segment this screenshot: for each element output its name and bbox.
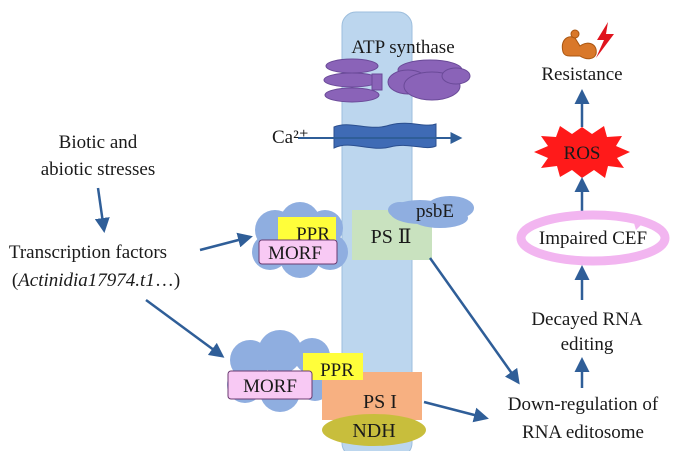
stress-label-line1: Biotic and: [59, 132, 138, 153]
decayed-rna-label: Decayed RNA: [531, 309, 643, 330]
morf-bottom-block: [227, 370, 313, 400]
tf-label-line2: (Actinidia17974.t1…): [12, 270, 180, 291]
morf-bottom-label: MORF: [243, 376, 297, 397]
psbe-cloud-icon: [388, 196, 474, 228]
ndh-complex: [322, 414, 426, 446]
tf-label-line1: Transcription factors: [9, 242, 167, 263]
arrow-stress-to-tf: [94, 187, 110, 233]
calcium-channel-icon: [333, 122, 437, 149]
decayed-editing-label: editing: [561, 334, 614, 355]
ps1-label: PS I: [363, 391, 397, 413]
impaired-cef-label: Impaired CEF: [539, 228, 647, 249]
psbe-label: psbE: [416, 201, 454, 222]
arrow-ps2-to-downreg: [428, 257, 520, 385]
cef-cycle-ring: [516, 210, 670, 266]
tf-paren-open: (: [12, 270, 18, 291]
decayed-rna-line1: Decayed RNA: [531, 309, 643, 330]
ppr-bottom-block: [303, 353, 363, 380]
tf-gene-name: Actinidia17974.t1: [16, 270, 155, 291]
atp-synthase-icon: [323, 58, 471, 103]
morf-top-block: [258, 239, 338, 265]
ppr-bottom-label: PPR: [320, 360, 354, 381]
calcium-label: Ca²⁺: [272, 127, 309, 148]
arrow-tf-to-bottom-complex: [145, 298, 225, 358]
tf-ellipsis: …): [155, 270, 180, 291]
arrow-tf-to-top-complex: [199, 232, 253, 252]
atp-synthase-label: ATP synthase: [351, 37, 454, 58]
ros-burst-icon: [534, 126, 630, 178]
lightning-bolt-icon: [596, 22, 614, 58]
ps2-label: PS Ⅱ: [371, 226, 412, 248]
ros-label: ROS: [564, 143, 601, 164]
morf-top-label: MORF: [268, 243, 322, 264]
resistance-label: Resistance: [541, 64, 622, 85]
ndh-label: NDH: [352, 420, 395, 442]
rna-editosome-label: RNA editosome: [522, 422, 644, 443]
stress-label-line2: abiotic stresses: [41, 159, 156, 180]
downregulation-label: Down-regulation of: [508, 394, 659, 415]
muscle-icon: [561, 29, 597, 60]
arrow-ps1-to-downreg: [423, 400, 489, 423]
